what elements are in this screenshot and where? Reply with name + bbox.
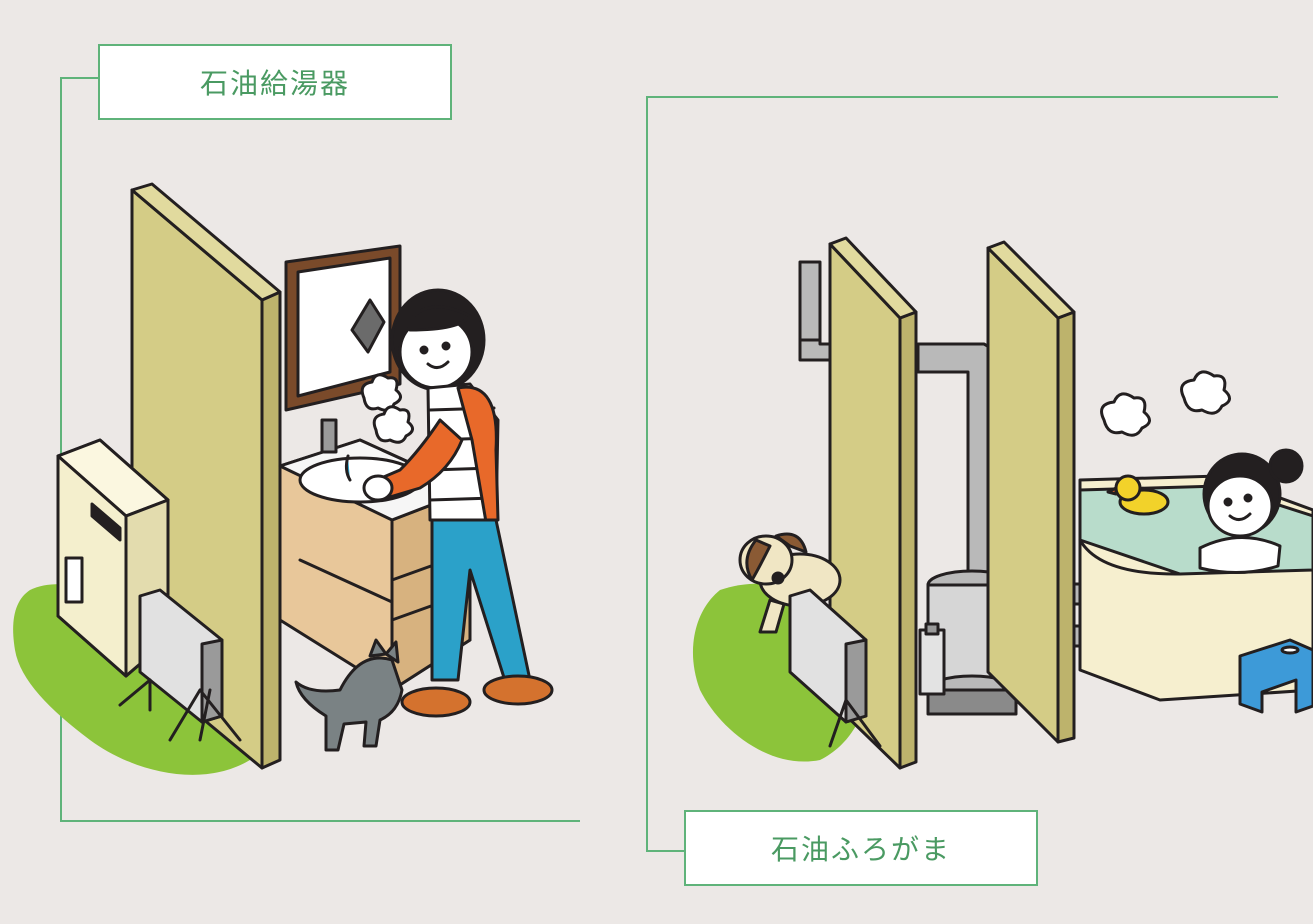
woman-figure: [362, 288, 554, 718]
oil-tank-icon: [118, 588, 242, 742]
right-wall-left-side: [898, 310, 918, 770]
stool-icon: [1238, 638, 1313, 714]
mirror-icon: [284, 244, 402, 412]
left-frame-top-line: [60, 77, 100, 79]
oil-tank-icon: [788, 588, 882, 748]
right-frame-bottom-line: [646, 850, 686, 852]
right-wall-right-front: [986, 246, 1060, 744]
label-oil-bath-boiler-text: 石油ふろがま: [770, 833, 951, 866]
left-frame-bottom-line: [60, 820, 580, 822]
steam-icon: [1100, 392, 1151, 437]
left-frame-left-line: [60, 77, 62, 822]
label-oil-water-heater: 石油給湯器: [98, 44, 452, 120]
label-oil-water-heater-text: 石油給湯器: [199, 67, 350, 100]
steam-icon: [360, 373, 402, 412]
dog-icon: [738, 532, 842, 634]
cat-icon: [294, 638, 404, 752]
left-wall-top: [130, 182, 282, 302]
steam-icon: [372, 405, 414, 444]
right-frame-top-line: [646, 96, 1278, 98]
right-wall-right-top: [986, 240, 1076, 320]
right-frame-left-line: [646, 96, 648, 852]
steam-icon: [1180, 370, 1231, 415]
rubber-duck-icon: [1106, 474, 1170, 516]
right-wall-left-top: [828, 236, 918, 320]
label-oil-bath-boiler: 石油ふろがま: [684, 810, 1038, 886]
chimney-pipe-icon: [916, 342, 998, 582]
right-wall-right-side: [1056, 310, 1076, 744]
girl-figure: [1198, 448, 1304, 575]
left-grass: [13, 584, 250, 775]
left-wall-side: [260, 290, 282, 770]
